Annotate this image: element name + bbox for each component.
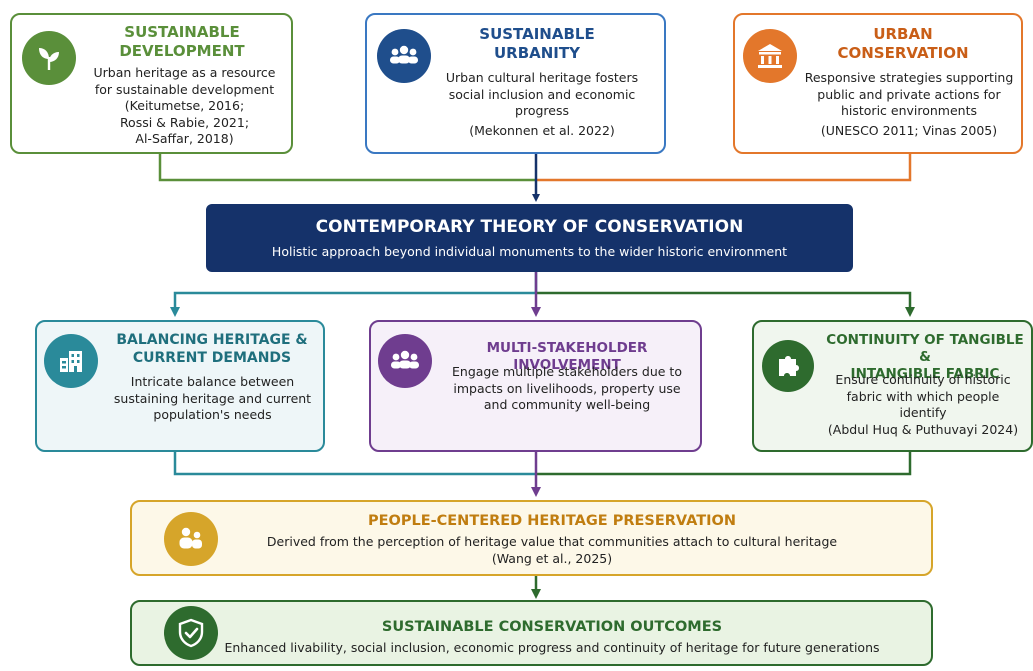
contemporary-theory-banner: CONTEMPORARY THEORY OF CONSERVATION Holi… [206, 204, 853, 272]
balancing-heritage-box: BALANCING HERITAGE & CURRENT DEMANDS Int… [35, 320, 325, 452]
balancing-heritage-text: Intricate balance between sustaining her… [113, 374, 312, 422]
family-icon [164, 512, 218, 566]
sustainable-urbanity-box: SUSTAINABLE URBANITY Urban cultural heri… [365, 13, 666, 154]
sustainable-development-title: SUSTAINABLE DEVELOPMENT [119, 23, 245, 60]
people-group-icon [377, 29, 431, 83]
sustainable-outcomes-box: SUSTAINABLE CONSERVATION OUTCOMES Enhanc… [130, 600, 933, 666]
continuity-fabric-title: CONTINUITY OF TANGIBLE & INTANGIBLE FABR… [826, 332, 1024, 382]
contemporary-theory-subtitle: Holistic approach beyond individual monu… [271, 244, 788, 259]
balancing-heritage-title: BALANCING HERITAGE & CURRENT DEMANDS [116, 332, 308, 366]
urban-conservation-text: Responsive strategies supporting public … [804, 70, 1014, 118]
leaf-icon [22, 31, 76, 85]
sustainable-development-box: SUSTAINABLE DEVELOPMENT Urban heritage a… [10, 13, 293, 154]
sustainable-urbanity-text: Urban cultural heritage fosters social i… [445, 70, 639, 118]
urban-conservation-title: URBAN CONSERVATION [837, 25, 969, 62]
urban-conservation-box: URBAN CONSERVATION Responsive strategies… [733, 13, 1023, 154]
sustainable-urbanity-title: SUSTAINABLE URBANITY [479, 25, 595, 62]
multi-stakeholder-box: MULTI-STAKEHOLDER INVOLVEMENT Engage mul… [369, 320, 702, 452]
museum-icon [743, 29, 797, 83]
puzzle-icon [762, 340, 814, 392]
urban-conservation-citation: (UNESCO 2011; Vinas 2005) [820, 123, 998, 138]
contemporary-theory-title: CONTEMPORARY THEORY OF CONSERVATION [315, 217, 744, 237]
sustainable-outcomes-text: Enhanced livability, social inclusion, e… [224, 640, 880, 655]
continuity-fabric-text: Ensure continuity of historic fabric wit… [827, 372, 1019, 437]
people-centered-text: Derived from the perception of heritage … [266, 534, 838, 566]
people-group-icon [378, 334, 432, 388]
people-centered-title: PEOPLE-CENTERED HERITAGE PRESERVATION [367, 513, 736, 529]
sustainable-urbanity-citation: (Mekonnen et al. 2022) [469, 123, 615, 138]
shield-check-icon [164, 606, 218, 660]
sustainable-development-text: Urban heritage as a resource for sustain… [93, 65, 276, 146]
multi-stakeholder-title: MULTI-STAKEHOLDER INVOLVEMENT [486, 340, 648, 373]
multi-stakeholder-text: Engage multiple stakeholders due to impa… [452, 364, 682, 412]
continuity-fabric-box: CONTINUITY OF TANGIBLE & INTANGIBLE FABR… [752, 320, 1033, 452]
buildings-icon [44, 334, 98, 388]
people-centered-box: PEOPLE-CENTERED HERITAGE PRESERVATION De… [130, 500, 933, 576]
sustainable-outcomes-title: SUSTAINABLE CONSERVATION OUTCOMES [381, 619, 723, 635]
